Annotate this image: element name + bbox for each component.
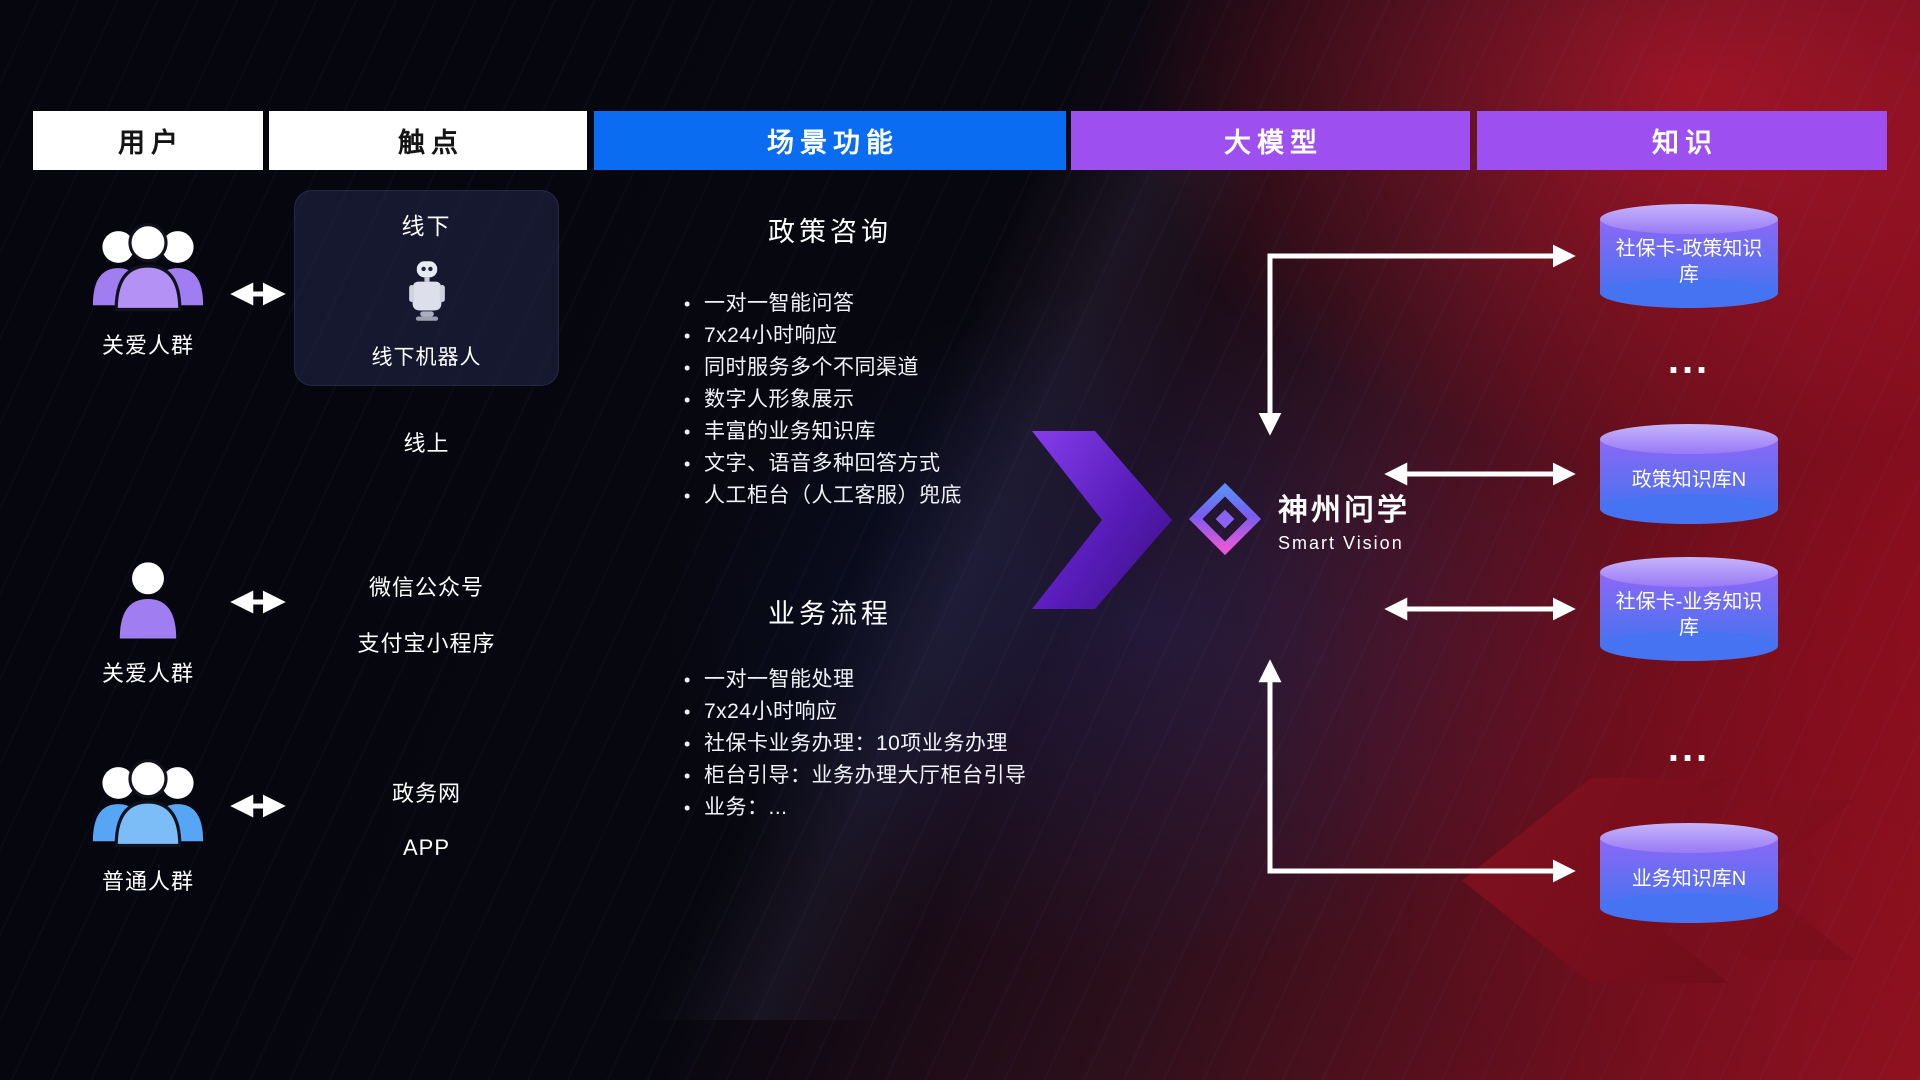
scenario-policy-bullets: 一对一智能问答 7x24小时响应 同时服务多个不同渠道 数字人形象展示 丰富的业… — [682, 288, 1112, 512]
touchpoint-wechat: 微信公众号 — [368, 575, 484, 600]
db-label: 社保卡-政策知识库 — [1615, 238, 1763, 286]
db-cylinder-top — [1600, 557, 1778, 587]
touchpoint-alipay: 支付宝小程序 — [357, 631, 496, 656]
bullet-item: 一对一智能处理 — [682, 664, 1112, 696]
bullet-item: 柜台引导：业务办理大厅柜台引导 — [682, 760, 1112, 792]
bullet-item: 7x24小时响应 — [682, 696, 1112, 728]
touchpoint-gov: 政务网 — [391, 781, 461, 806]
user-label: 关爱人群 — [101, 333, 194, 358]
logo-diamond-icon — [1188, 482, 1262, 556]
bullet-item: 丰富的业务知识库 — [682, 416, 1112, 448]
scenario-title-policy: 政策咨询 — [768, 217, 892, 247]
bullet-item: 人工柜台（人工客服）兜底 — [682, 480, 1112, 512]
scenario-business-bullets: 一对一智能处理 7x24小时响应 社保卡业务办理：10项业务办理 柜台引导：业务… — [682, 664, 1112, 824]
db-cylinder-bottom — [1600, 494, 1778, 524]
db-cylinder-top — [1600, 204, 1778, 234]
db-cylinder-bottom — [1600, 893, 1778, 923]
knowledge-db-policy-n: 政策知识库N — [1600, 424, 1778, 524]
knowledge-ellipsis-bottom: ... — [1667, 726, 1711, 770]
scenario-title-business: 业务流程 — [768, 599, 892, 629]
light-beam-decoration — [420, 120, 1520, 1020]
model-name: 神州问学 — [1278, 493, 1410, 527]
group-users-icon — [92, 223, 204, 312]
bullet-item: 一对一智能问答 — [682, 288, 1112, 320]
column-header-scenarios: 场景功能 — [594, 111, 1066, 170]
single-user-icon — [119, 562, 177, 639]
db-label: 业务知识库N — [1631, 868, 1747, 890]
knowledge-ellipsis-top: ... — [1667, 338, 1711, 382]
offline-robot-label: 线下机器人 — [371, 346, 482, 369]
group-users-icon — [92, 759, 204, 848]
model-subtitle: Smart Vision — [1278, 532, 1404, 553]
offline-title: 线下 — [401, 213, 452, 239]
offline-touchpoint-panel: 线下 线下机器人 — [294, 190, 559, 386]
db-cylinder-bottom — [1600, 631, 1778, 661]
db-cylinder-top — [1600, 823, 1778, 853]
model-logo: 神州问学 Smart Vision — [1188, 482, 1410, 556]
db-label: 社保卡-业务知识库 — [1615, 591, 1763, 639]
robot-icon — [408, 261, 445, 321]
bullet-item: 社保卡业务办理：10项业务办理 — [682, 728, 1112, 760]
knowledge-db-business-n: 业务知识库N — [1600, 823, 1778, 923]
bullet-item: 7x24小时响应 — [682, 320, 1112, 352]
user-single-care: 关爱人群 — [58, 552, 238, 688]
knowledge-db-sscard-policy: 社保卡-政策知识库 — [1600, 204, 1778, 308]
column-header-model: 大模型 — [1071, 111, 1470, 170]
bullet-item: 同时服务多个不同渠道 — [682, 352, 1112, 384]
column-header-touchpoints: 触点 — [269, 111, 587, 170]
knowledge-db-sscard-business: 社保卡-业务知识库 — [1600, 557, 1778, 661]
touchpoint-app: APP — [402, 835, 451, 860]
user-label: 普通人群 — [101, 869, 194, 894]
db-cylinder-top — [1600, 424, 1778, 454]
column-header-users: 用户 — [33, 111, 263, 170]
user-group-general: 普通人群 — [58, 748, 238, 896]
column-header-knowledge: 知识 — [1477, 111, 1887, 170]
db-cylinder-bottom — [1600, 278, 1778, 308]
user-label: 关爱人群 — [101, 661, 194, 686]
online-title: 线上 — [403, 431, 450, 456]
arrow-model-to-db1 — [1258, 244, 1576, 436]
bullet-item: 数字人形象展示 — [682, 384, 1112, 416]
bullet-item: 文字、语音多种回答方式 — [682, 448, 1112, 480]
db-label: 政策知识库N — [1631, 469, 1747, 491]
user-group-care-1: 关爱人群 — [58, 212, 238, 360]
bullet-item: 业务：... — [682, 792, 1112, 824]
model-name-block: 神州问学 Smart Vision — [1278, 485, 1410, 554]
